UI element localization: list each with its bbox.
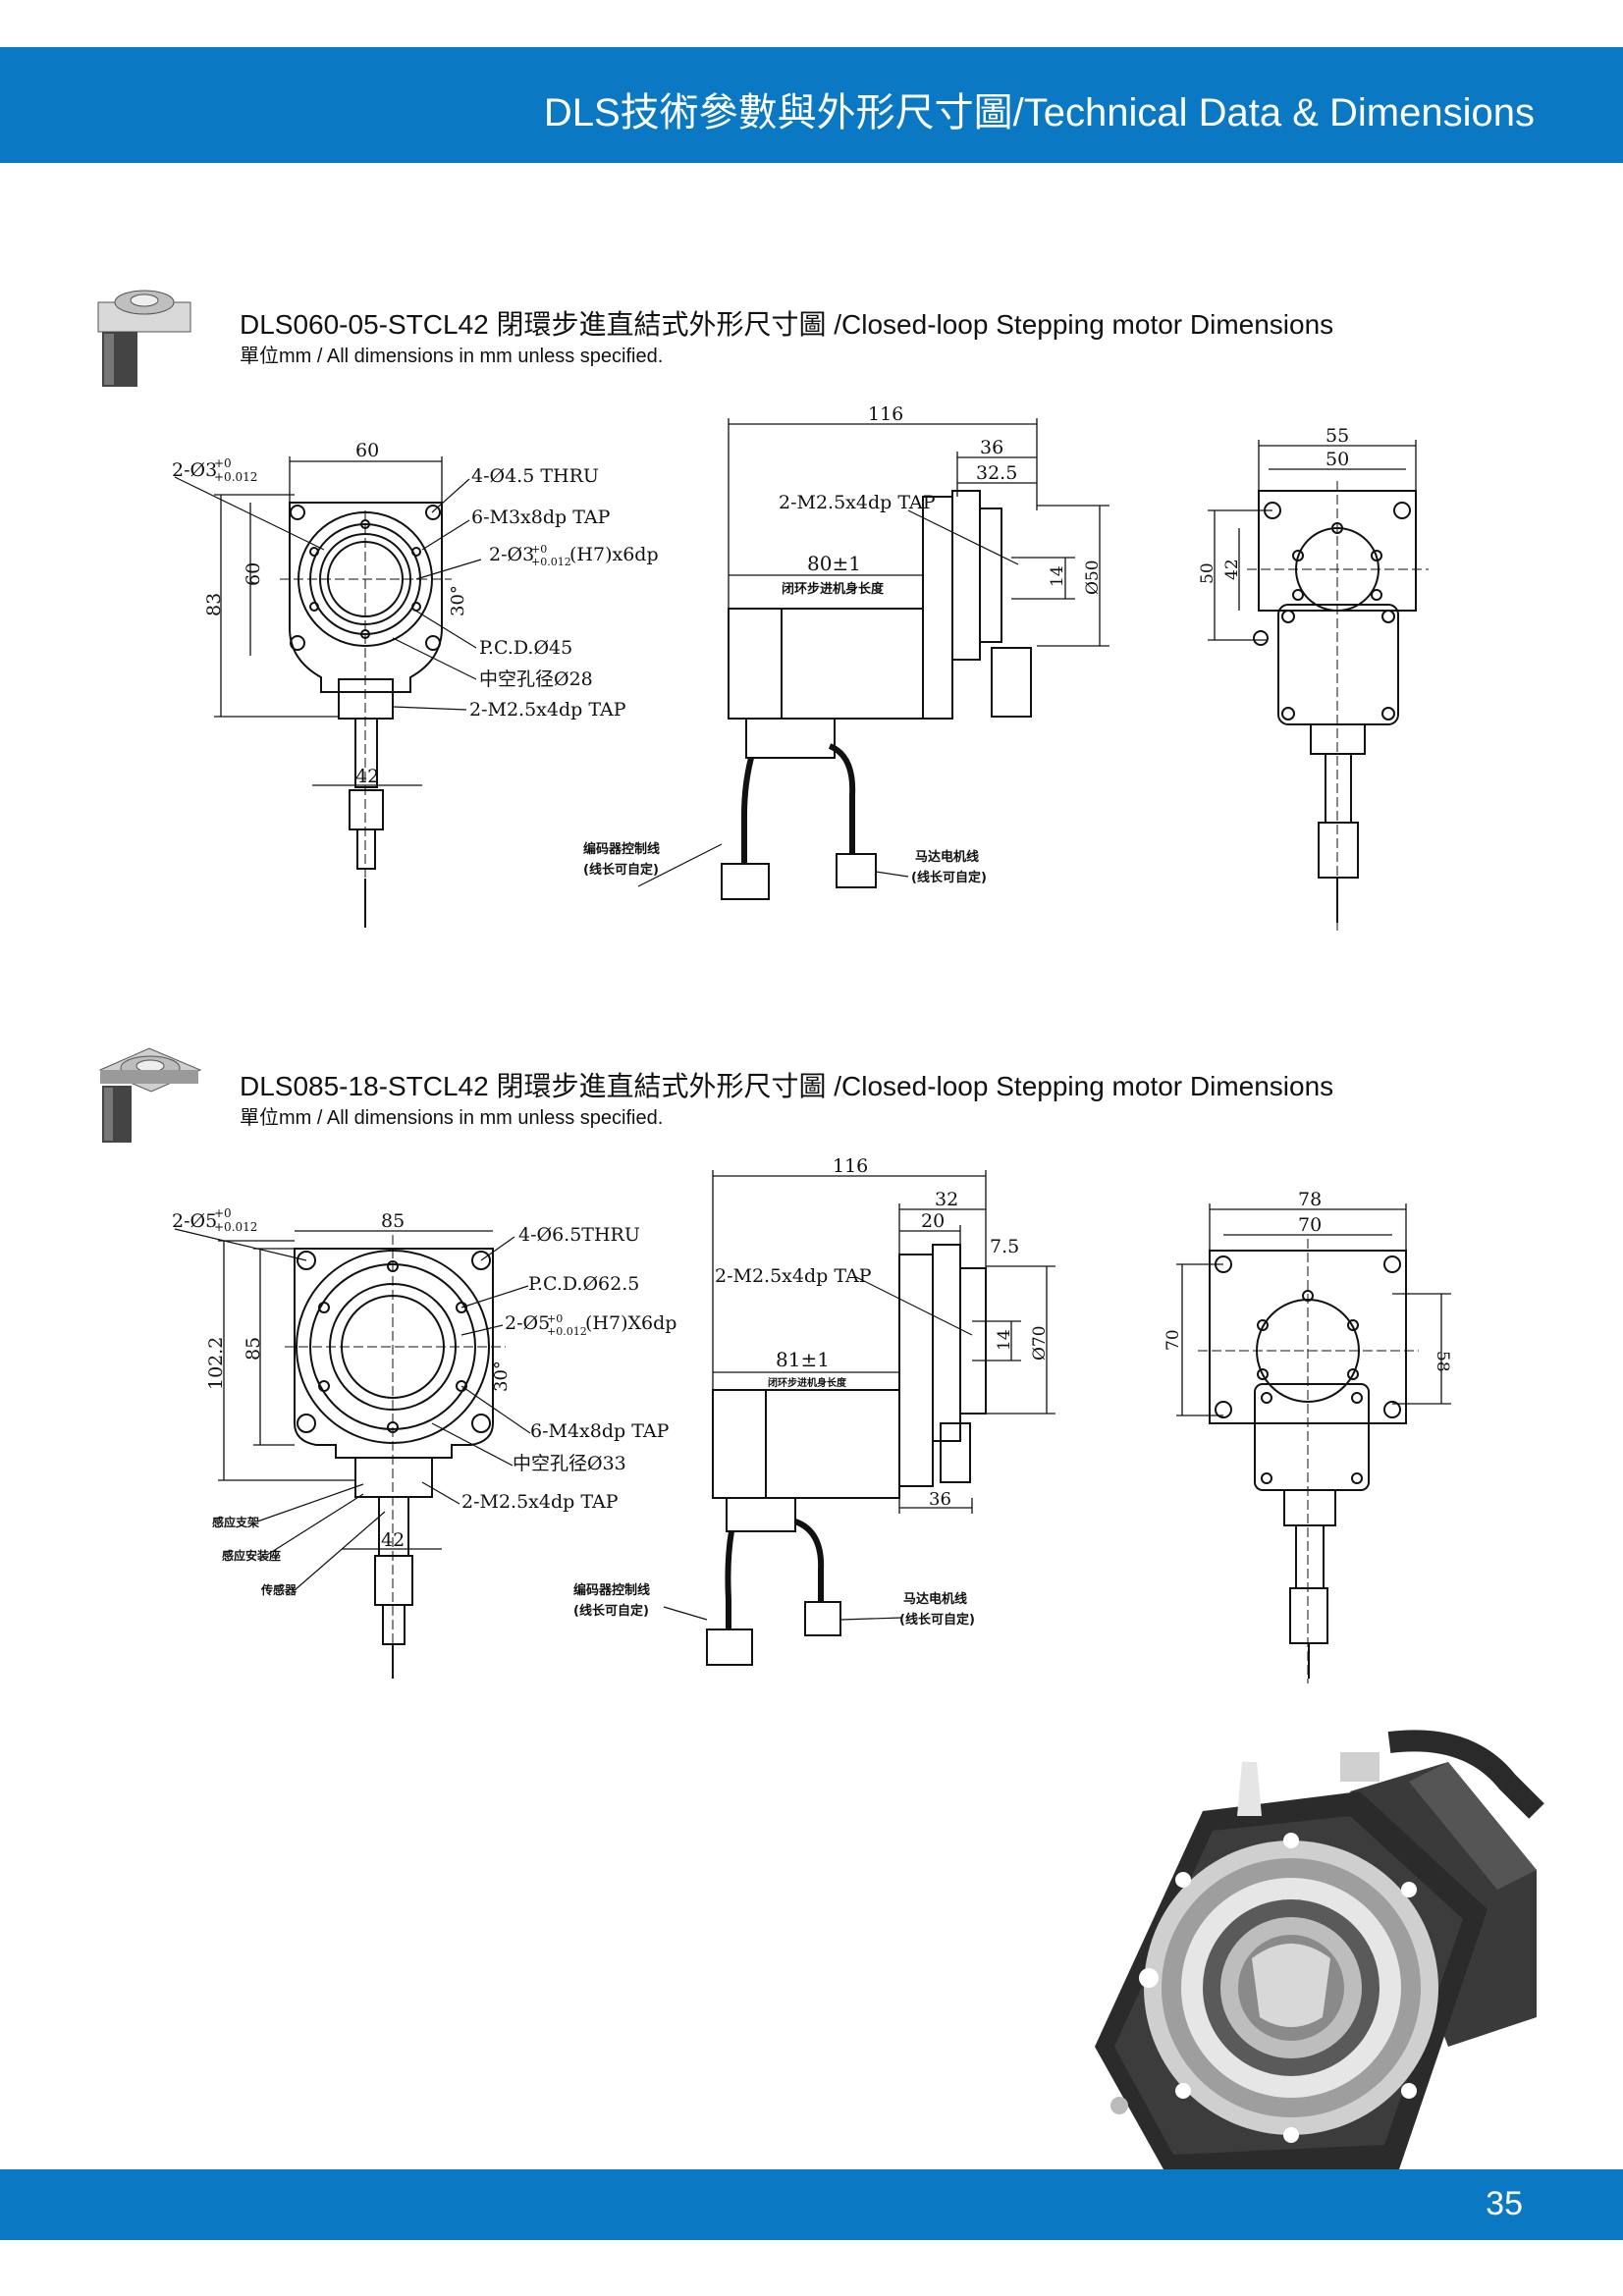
s1-dim-14: 14 <box>1048 565 1067 587</box>
s1-bottom-width: 42 <box>355 766 379 787</box>
s1-total-height: 83 <box>203 593 225 616</box>
s1-pin2-suffix: (H7)x6dp <box>569 544 659 565</box>
section-2-title: DLS085-18-STCL42 閉環步進直結式外形尺寸圖 /Closed-lo… <box>240 1071 1334 1101</box>
s2-flange-length: 32 <box>935 1189 958 1210</box>
s1-thru: 4-Ø4.5 THRU <box>471 465 599 487</box>
s1-total-length: 116 <box>868 403 903 425</box>
s1-motor-note: (线长可自定) <box>911 870 987 885</box>
s1-pin2-tol-upper: +0 <box>531 543 547 556</box>
product-thumbnail-2 <box>98 1047 202 1143</box>
s2-pin-tol-upper: +0 <box>214 1206 232 1220</box>
section-2-subtitle: 單位mm / All dimensions in mm unless speci… <box>240 1107 664 1129</box>
s2-pin2: 2-Ø5 <box>505 1312 550 1334</box>
s2-rear-outer-width: 78 <box>1298 1189 1322 1210</box>
s1-pin-label: 2-Ø3 <box>172 459 217 481</box>
s1-side-tap: 2-M2.5x4dp TAP <box>779 492 936 513</box>
s2-bottom-width: 42 <box>381 1529 405 1551</box>
s2-thru: 4-Ø6.5THRU <box>518 1224 640 1246</box>
product-thumbnail-1 <box>97 290 191 387</box>
s2-pin-label: 2-Ø5 <box>172 1210 217 1232</box>
s2-encoder-cable: 编码器控制线 <box>573 1582 650 1598</box>
s1-pin-tol-upper: +0 <box>214 456 232 470</box>
product-photo <box>1095 1730 1544 2169</box>
s1-pin2: 2-Ø3 <box>489 544 534 565</box>
s2-angle: 30° <box>491 1361 512 1392</box>
s2-pcd: P.C.D.Ø62.5 <box>528 1273 639 1295</box>
s2-tap1: 6-M4x8dp TAP <box>530 1420 670 1442</box>
page-title: DLS技術參數與外形尺寸圖/Technical Data & Dimension… <box>543 91 1535 134</box>
s2-total-height: 102.2 <box>205 1337 227 1390</box>
s1-width: 60 <box>355 440 379 461</box>
s2-rear-inner-width: 70 <box>1298 1214 1322 1236</box>
s2-motor-cable: 马达电机线 <box>903 1591 967 1607</box>
s2-motor-note: (线长可自定) <box>899 1612 975 1628</box>
s2-sensor-mount: 感应安装座 <box>222 1548 281 1563</box>
s2-inner-height: 85 <box>243 1337 264 1361</box>
s1-flange-length: 36 <box>980 437 1003 458</box>
s1-hollow: 中空孔径Ø28 <box>479 668 593 690</box>
s2-pin-tol-lower: +0.012 <box>214 1220 257 1234</box>
s2-sensor-bracket: 感应支架 <box>212 1515 259 1529</box>
s2-tap2: 2-M2.5x4dp TAP <box>461 1491 619 1513</box>
s2-dim-75: 7.5 <box>990 1236 1019 1257</box>
s2-pin2-tol-upper: +0 <box>547 1312 563 1325</box>
s2-rear-height-right: 58 <box>1433 1351 1452 1372</box>
section-1-subtitle: 單位mm / All dimensions in mm unless speci… <box>240 346 664 367</box>
dimension-drawing-2: 2-Ø5 +0 +0.012 85 85 102.2 4-Ø6.5THRU P.… <box>172 1155 1452 1683</box>
s1-dim-dia: Ø50 <box>1083 560 1103 595</box>
s1-rear-height-inner: 42 <box>1222 559 1242 580</box>
s2-flange-inner: 20 <box>921 1210 945 1232</box>
s2-total-length: 116 <box>833 1155 868 1177</box>
s2-dim-dia: Ø70 <box>1030 1325 1050 1361</box>
s1-body-note: 闭环步进机身长度 <box>782 581 885 597</box>
s1-pcd: P.C.D.Ø45 <box>479 637 572 659</box>
s2-width: 85 <box>381 1210 405 1232</box>
section-1-title: DLS060-05-STCL42 閉環步進直結式外形尺寸圖 /Closed-lo… <box>240 309 1334 340</box>
s2-body-length: 81±1 <box>776 1348 830 1371</box>
s2-side-tap: 2-M2.5x4dp TAP <box>715 1265 872 1287</box>
page-number: 35 <box>1486 2185 1523 2222</box>
s2-dim-36: 36 <box>929 1489 951 1510</box>
header-bar: DLS技術參數與外形尺寸圖/Technical Data & Dimension… <box>0 47 1623 163</box>
s2-dim-14: 14 <box>995 1329 1014 1351</box>
s1-pin2-tol-lower: +0.012 <box>531 556 571 568</box>
s1-tap2: 2-M2.5x4dp TAP <box>469 699 626 721</box>
s2-body-note: 闭环步进机身长度 <box>768 1376 847 1389</box>
dimension-drawing-1: 2-Ø3 +0 +0.012 60 60 83 4-Ø4.5 THRU 6-M3… <box>172 403 1429 933</box>
s1-rear-height-outer: 50 <box>1198 562 1217 584</box>
s2-rear-height-left: 70 <box>1163 1329 1183 1351</box>
s1-inner-height: 60 <box>243 562 264 586</box>
s1-pin-tol-lower: +0.012 <box>214 470 257 484</box>
s1-motor-cable: 马达电机线 <box>915 849 979 865</box>
footer-bar: 35 <box>0 2169 1623 2240</box>
s1-flange-inner: 32.5 <box>976 462 1017 484</box>
s1-rear-outer-width: 55 <box>1325 425 1349 447</box>
s1-angle: 30° <box>448 585 468 616</box>
s1-rear-inner-width: 50 <box>1325 449 1349 470</box>
s2-sensor: 传感器 <box>260 1582 298 1597</box>
s1-encoder-note: (线长可自定) <box>583 862 659 878</box>
s2-encoder-note: (线长可自定) <box>573 1603 649 1619</box>
s1-body-length: 80±1 <box>807 552 861 575</box>
s1-tap1: 6-M3x8dp TAP <box>471 507 611 528</box>
s2-pin2-tol-lower: +0.012 <box>547 1325 587 1338</box>
s1-encoder-cable: 编码器控制线 <box>583 841 660 857</box>
s2-pin2-suffix: (H7)X6dp <box>585 1312 676 1334</box>
s2-hollow: 中空孔径Ø33 <box>513 1453 626 1474</box>
